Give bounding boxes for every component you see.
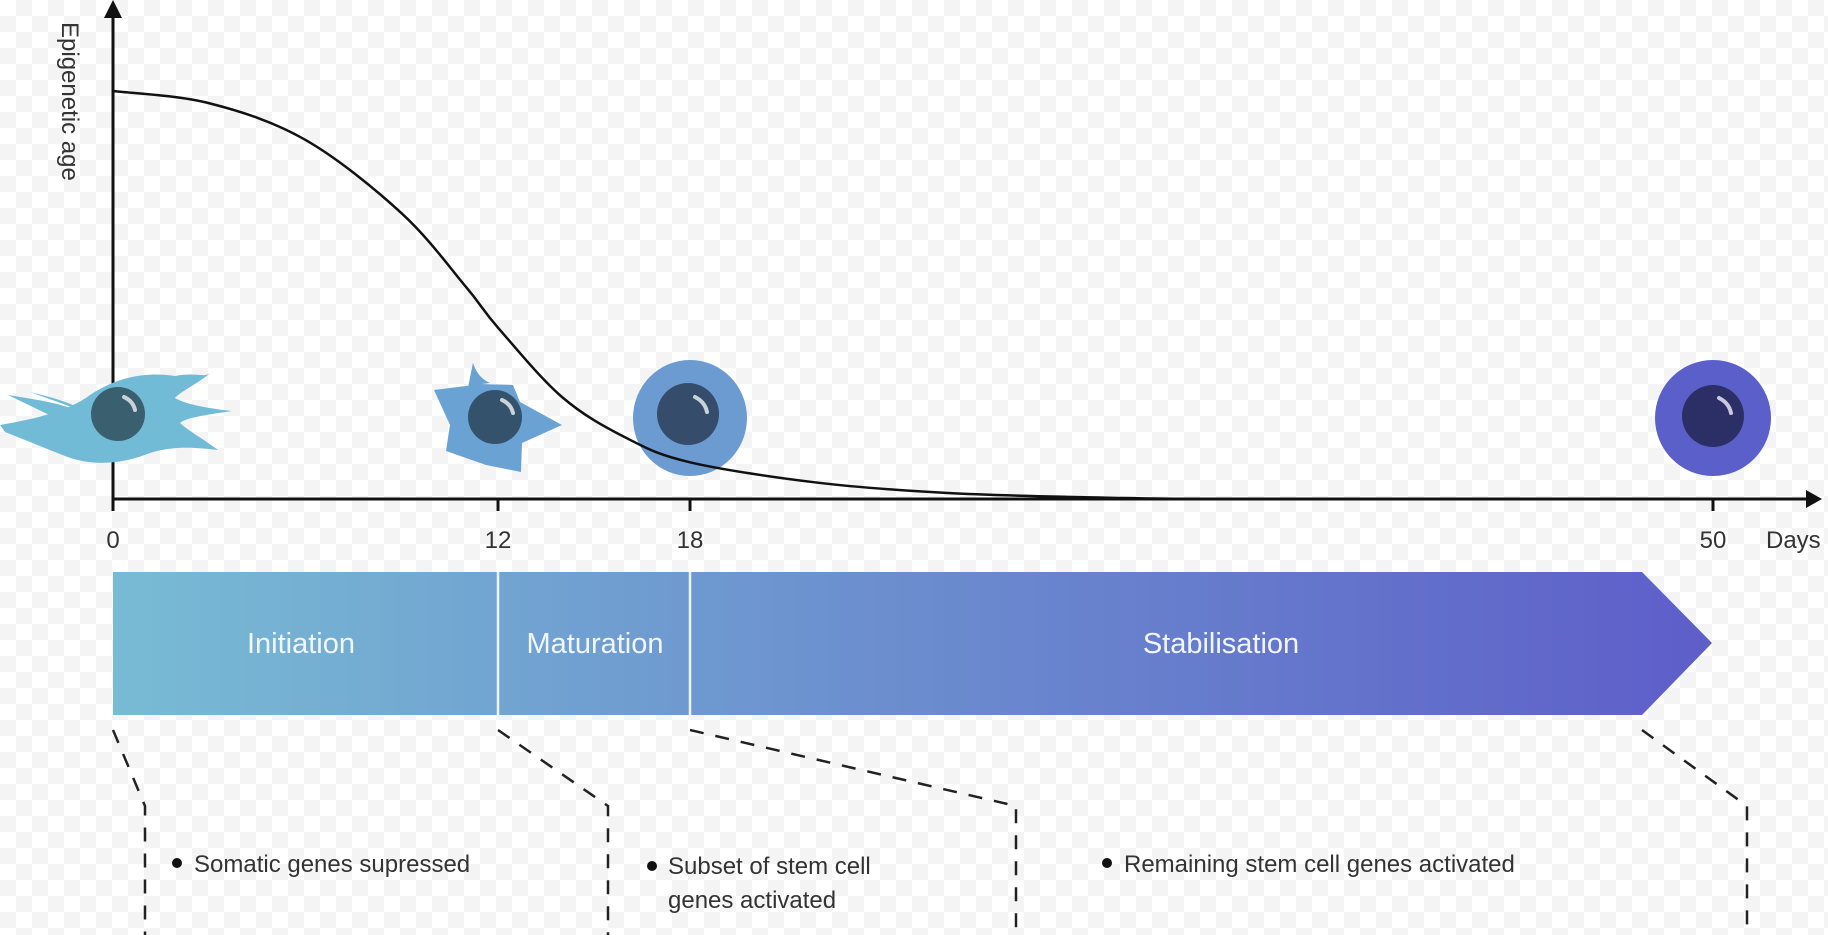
phase-label-initiation: Initiation — [247, 628, 355, 660]
bullet-icon — [172, 858, 182, 868]
x-ticks: 0 12 18 50 — [106, 499, 1726, 554]
x-tick-label: 12 — [485, 527, 512, 554]
epigenetic-age-curve — [112, 89, 1714, 501]
phase-notes: Somatic genes supressed Subset of stem c… — [172, 851, 1515, 914]
somatic-cell-icon — [0, 373, 232, 463]
phase-label-stabilisation: Stabilisation — [1143, 628, 1299, 660]
cell-illustrations — [0, 360, 1771, 476]
phase-arrow-shape — [113, 572, 1712, 715]
callout-line-end — [1641, 728, 1749, 935]
x-axis-arrow-icon — [1806, 490, 1822, 508]
x-tick-label: 18 — [677, 527, 704, 554]
bullet-icon — [1102, 858, 1112, 868]
phase-label-maturation: Maturation — [526, 628, 663, 660]
chart-axes: Epigenetic age Days 0 12 18 50 — [56, 0, 1822, 554]
x-tick-label: 0 — [106, 527, 119, 554]
callout-lines — [111, 728, 1749, 935]
note-maturation-line2: genes activated — [668, 887, 836, 914]
intermediate-cell-icon — [434, 363, 562, 472]
x-axis-label: Days — [1766, 527, 1821, 554]
callout-line-initiation-start — [111, 729, 147, 935]
x-tick-label: 50 — [1700, 527, 1727, 554]
mature-stem-cell-icon — [1655, 360, 1771, 476]
callout-line-18 — [689, 728, 1018, 935]
note-initiation: Somatic genes supressed — [194, 851, 470, 878]
bullet-icon — [647, 861, 657, 871]
note-stabilisation: Remaining stem cell genes activated — [1124, 851, 1515, 878]
phase-bar: Initiation Maturation Stabilisation — [113, 572, 1712, 715]
note-maturation-line1: Subset of stem cell — [668, 853, 871, 880]
y-axis-arrow-icon — [104, 0, 122, 18]
y-axis-label: Epigenetic age — [56, 22, 83, 181]
early-stem-cell-icon — [633, 360, 747, 476]
callout-line-12 — [497, 728, 610, 935]
